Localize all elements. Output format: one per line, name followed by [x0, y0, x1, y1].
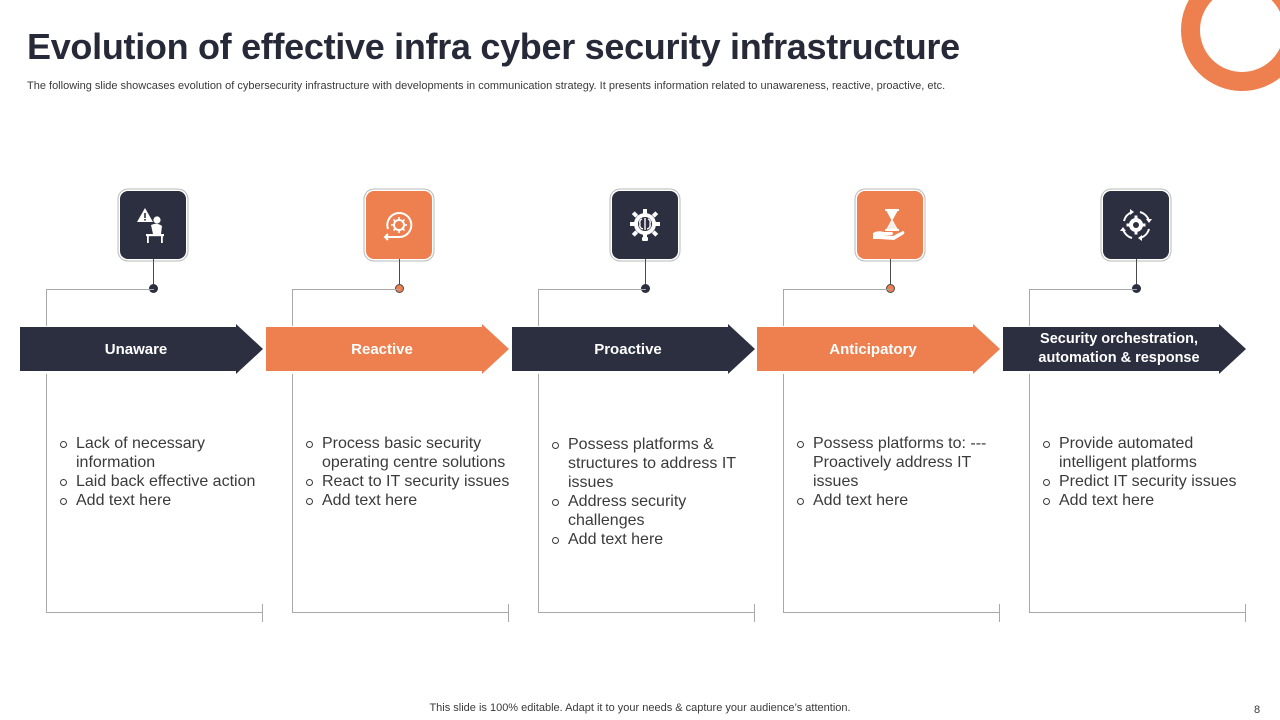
card-border [262, 604, 263, 622]
bracket-line [1029, 289, 1137, 290]
page-number: 8 [1254, 704, 1261, 716]
connector-dot [886, 284, 895, 293]
stage-arrow: Proactive [512, 324, 755, 374]
stage-anticipatory: Anticipatory Possess platforms to: --- P… [757, 0, 1007, 720]
stage-label: Proactive [594, 340, 662, 358]
bullet-item: Process basic security operating centre … [304, 434, 514, 472]
bullet-item: Predict IT security issues [1041, 472, 1251, 491]
bullet-list: Provide automated intelligent platforms … [1041, 434, 1251, 510]
card-border [999, 604, 1000, 622]
bracket-line [1029, 289, 1030, 326]
stage-unaware: Unaware Lack of necessary information La… [20, 0, 270, 720]
bullet-item: React to IT security issues [304, 472, 514, 491]
bullet-item: Add text here [795, 491, 1005, 510]
cyber-refresh-icon [366, 191, 432, 259]
stage-reactive: Reactive Process basic security operatin… [266, 0, 516, 720]
connector-stem [153, 259, 154, 289]
bullet-item: Laid back effective action [58, 472, 268, 491]
stage-arrow: Anticipatory [757, 324, 1000, 374]
bracket-line [46, 289, 154, 290]
bullet-item: Add text here [1041, 491, 1251, 510]
stage-label: Reactive [351, 340, 413, 358]
card-border [1029, 612, 1245, 613]
person-alert-icon [120, 191, 186, 259]
card-border [292, 612, 508, 613]
bullet-list: Process basic security operating centre … [304, 434, 514, 510]
bullet-item: Add text here [304, 491, 514, 510]
bullet-item: Possess platforms & structures to addres… [550, 435, 760, 492]
connector-dot [395, 284, 404, 293]
card-border [46, 612, 262, 613]
stage-proactive: Proactive Possess platforms & structures… [512, 0, 762, 720]
bullet-list: Possess platforms & structures to addres… [550, 435, 760, 549]
gear-cycle-icon [1103, 191, 1169, 259]
slide-subtitle: The following slide showcases evolution … [27, 80, 946, 92]
card-border [538, 612, 754, 613]
stage-label: Unaware [104, 340, 168, 358]
bracket-line [292, 289, 293, 326]
card-border [754, 604, 755, 622]
bracket-line [538, 289, 646, 290]
bullet-item: Possess platforms to: --- Proactively ad… [795, 434, 1005, 491]
hand-hourglass-icon [857, 191, 923, 259]
bracket-line [783, 289, 891, 290]
connector-stem [399, 259, 400, 289]
bullet-list: Possess platforms to: --- Proactively ad… [795, 434, 1005, 510]
card-border [46, 374, 47, 613]
stage-label: Security orchestration, automation & res… [1038, 331, 1200, 366]
stage-soar: Security orchestration, automation & res… [1003, 0, 1253, 720]
slide-footer: This slide is 100% editable. Adapt it to… [429, 702, 851, 714]
bullet-item: Lack of necessary information [58, 434, 268, 472]
card-border [1245, 604, 1246, 622]
connector-stem [1136, 259, 1137, 289]
card-border [292, 374, 293, 613]
connector-stem [890, 259, 891, 289]
card-border [1029, 374, 1030, 613]
stage-label: Anticipatory [829, 340, 917, 358]
bracket-line [538, 289, 539, 326]
card-border [538, 374, 539, 613]
slide-title: Evolution of effective infra cyber secur… [27, 26, 960, 67]
card-border [783, 612, 999, 613]
bullet-list: Lack of necessary information Laid back … [58, 434, 268, 510]
card-border [783, 374, 784, 613]
gear-brain-icon [612, 191, 678, 259]
bracket-line [46, 289, 47, 326]
card-border [508, 604, 509, 622]
bullet-item: Add text here [58, 491, 268, 510]
bracket-line [292, 289, 400, 290]
connector-stem [645, 259, 646, 289]
bullet-item: Address security challenges [550, 492, 760, 530]
connector-dot [1132, 284, 1141, 293]
connector-dot [641, 284, 650, 293]
stage-arrow: Security orchestration, automation & res… [1003, 324, 1246, 374]
connector-dot [149, 284, 158, 293]
stage-arrow: Reactive [266, 324, 509, 374]
bullet-item: Provide automated intelligent platforms [1041, 434, 1251, 472]
bullet-item: Add text here [550, 530, 760, 549]
bracket-line [783, 289, 784, 326]
stage-arrow: Unaware [20, 324, 263, 374]
